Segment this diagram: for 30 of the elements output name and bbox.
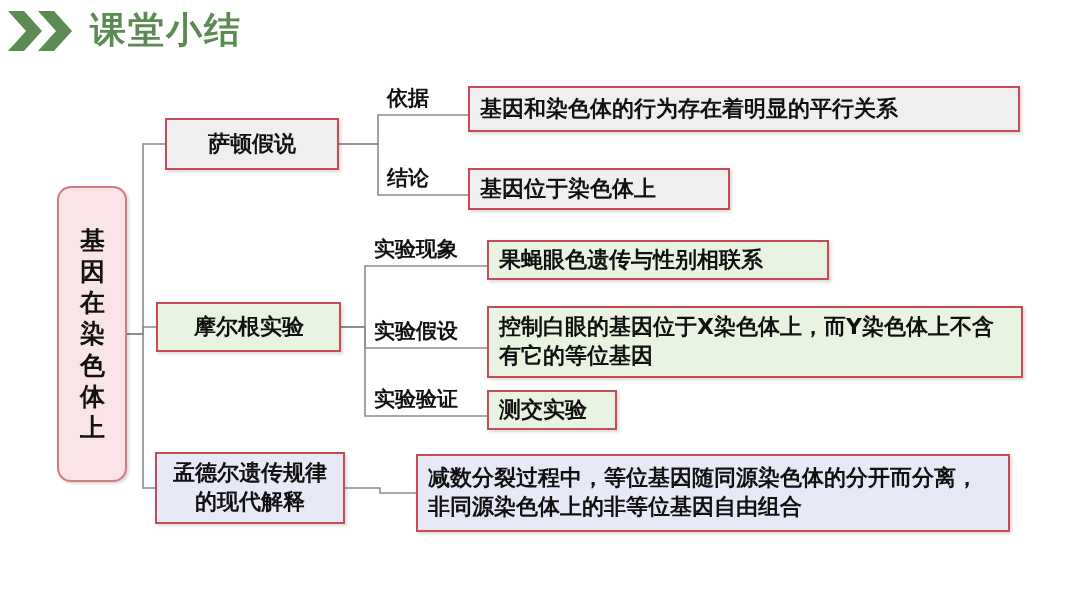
connector-line	[340, 326, 488, 417]
connector-line	[338, 143, 469, 196]
box-text: 基因和染色体的行为存在着明显的平行关系	[480, 94, 898, 123]
concept-box	[155, 452, 345, 524]
edge-label: 实验假设	[373, 320, 459, 344]
concept-box	[487, 390, 617, 430]
concept-box	[416, 454, 1010, 532]
box-text: 控制白眼的基因位于X染色体上，而Y染色体上不含有它的等位基因	[499, 313, 995, 370]
concept-box	[487, 240, 829, 280]
box-text: 基因位于染色体上	[480, 174, 656, 203]
box-text: 孟德尔遗传规律的现代解释	[172, 459, 328, 516]
box-text: 果蝇眼色遗传与性别相联系	[499, 245, 763, 274]
box-text: 摩尔根实验	[193, 312, 304, 341]
topic-box	[57, 186, 127, 482]
concept-box	[165, 118, 339, 170]
topic-text: 基因在染色体上	[79, 224, 105, 444]
edge-label: 依据	[386, 87, 430, 111]
slide-title: 课堂小结	[90, 8, 242, 52]
concept-box	[468, 168, 730, 210]
edge-label: 实验验证	[373, 388, 459, 412]
concept-box	[156, 302, 341, 352]
concept-box	[487, 306, 1023, 378]
connector-line	[344, 487, 417, 494]
box-text: 萨顿假说	[208, 129, 296, 158]
edge-label: 结论	[386, 167, 430, 191]
concept-box	[468, 86, 1020, 132]
connector-line	[126, 333, 156, 489]
box-text: 减数分裂过程中，等位基因随同源染色体的分开而分离，非同源染色体上的非等位基因自由组合	[428, 464, 979, 521]
box-text: 测交实验	[499, 395, 587, 424]
edge-label: 实验现象	[373, 238, 459, 262]
